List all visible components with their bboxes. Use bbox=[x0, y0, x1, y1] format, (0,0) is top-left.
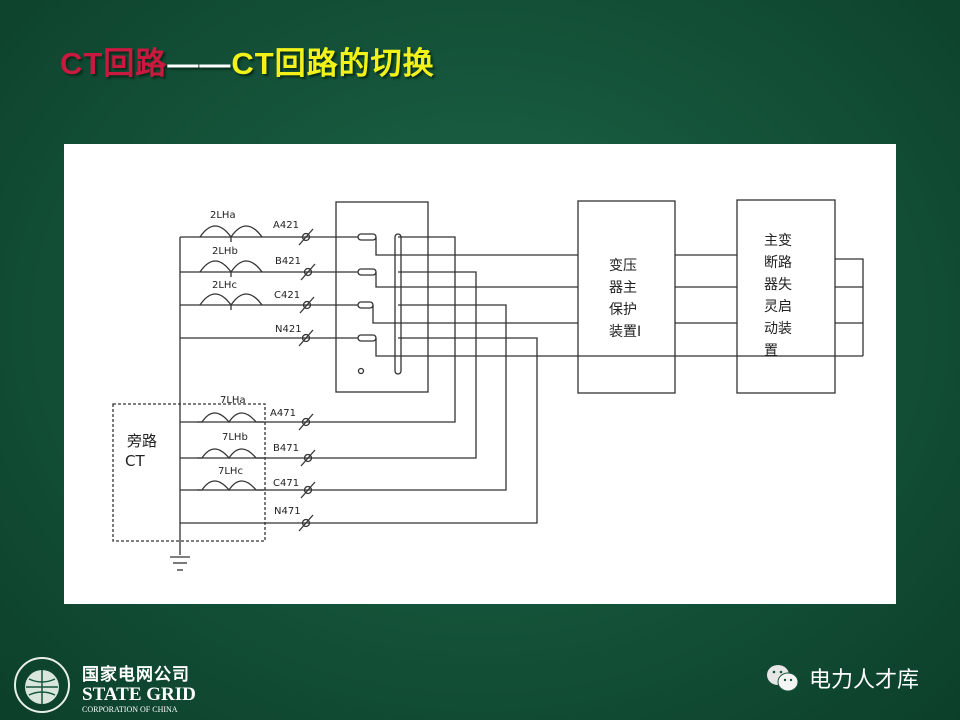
title-dash: —— bbox=[167, 46, 232, 81]
breaker-failure-box bbox=[736, 199, 836, 394]
switch-output-wires bbox=[180, 236, 863, 524]
box-text: 装置I bbox=[609, 324, 641, 340]
terminal-label: N421 bbox=[275, 324, 302, 335]
coil-label: 7LHb bbox=[222, 432, 248, 443]
slide-title: CT回路——CT回路的切换 bbox=[60, 38, 435, 83]
wechat-icon bbox=[767, 665, 799, 692]
coil-label: 2LHc bbox=[212, 280, 237, 291]
coil-label: 7LHc bbox=[218, 466, 243, 477]
main-ct-row-b bbox=[180, 260, 358, 277]
title-part1: CT回路 bbox=[60, 46, 168, 81]
box-text: 变压 bbox=[609, 258, 637, 274]
terminal-label: N471 bbox=[274, 506, 301, 517]
box-text: 断路 bbox=[764, 255, 792, 271]
title-part2: CT回路的切换 bbox=[231, 46, 435, 81]
box-text: 主变 bbox=[764, 233, 792, 249]
box-text: 动装 bbox=[764, 321, 792, 337]
box-text: 保护 bbox=[609, 302, 637, 318]
bypass-ct-label: CT bbox=[125, 452, 145, 470]
box-text: 置 bbox=[764, 343, 778, 359]
terminal-label: B471 bbox=[273, 443, 299, 454]
bypass-ct-coil-icon bbox=[197, 412, 264, 492]
state-grid-logo-icon bbox=[14, 657, 70, 713]
ct-circuit-diagram: 2LHa 2LHb 2LHc A421 B421 C421 N421 bbox=[112, 199, 864, 571]
failure-box-return-wire bbox=[835, 258, 864, 356]
coil-label: 7LHa bbox=[220, 395, 246, 406]
test-terminal-icon bbox=[298, 228, 316, 532]
main-ct-row-c bbox=[180, 293, 358, 310]
transformer-protection-box bbox=[577, 200, 676, 394]
terminal-label: C421 bbox=[274, 290, 300, 301]
protection-to-failure-wires bbox=[675, 254, 737, 324]
switching-terminal-block bbox=[335, 201, 429, 393]
box-text: 灵启 bbox=[764, 299, 792, 315]
coil-label: 2LHa bbox=[210, 210, 236, 221]
main-ct-row-a bbox=[180, 225, 358, 242]
terminal-label: B421 bbox=[275, 256, 301, 267]
terminal-label: A421 bbox=[273, 220, 299, 231]
box-text: 器失 bbox=[764, 277, 792, 293]
switch-links bbox=[357, 233, 402, 375]
diagram-panel: 2LHa 2LHb 2LHc A421 B421 C421 N421 bbox=[64, 144, 896, 604]
brand-cn: 国家电网公司 bbox=[82, 665, 190, 685]
wechat-account-name: 电力人才库 bbox=[809, 668, 920, 693]
bypass-ct-boundary bbox=[112, 403, 266, 542]
brand-en: STATE GRID bbox=[82, 684, 196, 705]
box-text: 器主 bbox=[609, 280, 637, 296]
ground-icon bbox=[170, 556, 190, 571]
wechat-account: 电力人才库 bbox=[765, 662, 919, 694]
terminal-label: A471 bbox=[270, 408, 296, 419]
brand-sub: CORPORATION OF CHINA bbox=[82, 705, 178, 714]
terminal-label: C471 bbox=[273, 478, 299, 489]
coil-label: 2LHb bbox=[212, 246, 238, 257]
state-grid-brand: 国家电网公司 STATE GRID CORPORATION OF CHINA bbox=[82, 660, 196, 714]
bypass-ct-label: 旁路 bbox=[127, 432, 157, 450]
